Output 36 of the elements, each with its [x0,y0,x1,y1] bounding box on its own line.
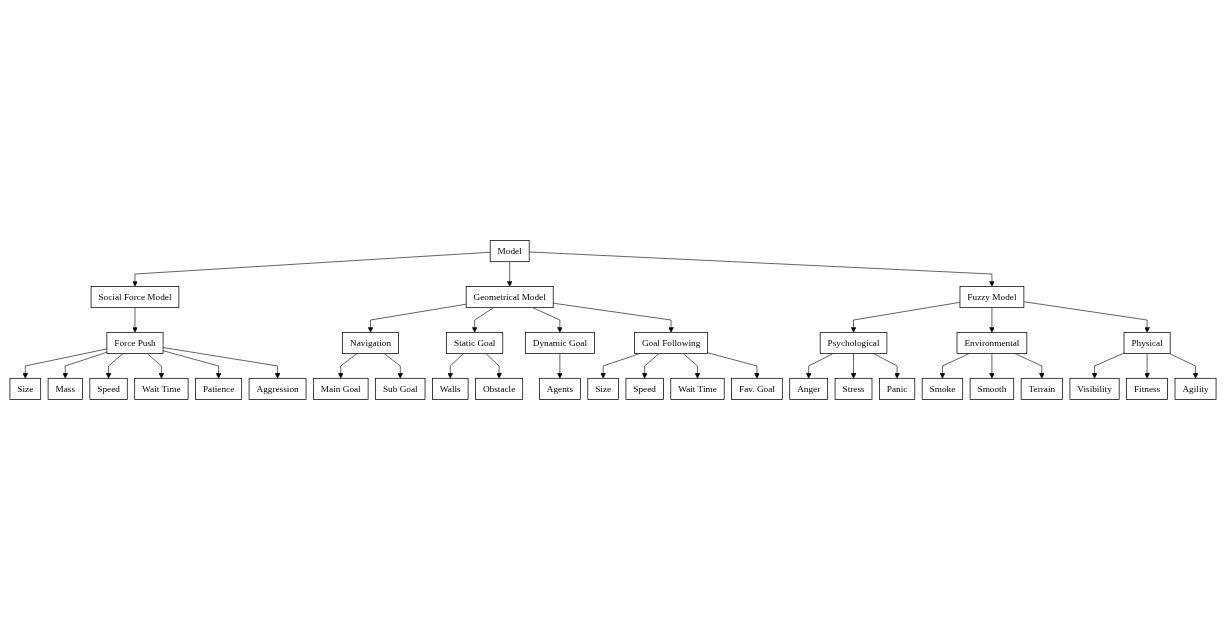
node-box: Smoke [921,377,964,400]
node-box: Fav. Goal [731,377,783,400]
node-box: Smooth [969,377,1015,400]
node-box: Wait Time [670,377,725,400]
node-box: Fitness [1126,377,1168,400]
node-box: Sub Goal [375,377,426,400]
node-box: Geometrical Model [465,286,554,309]
node-box: Physical [1123,331,1171,354]
node-box: Static Goal [446,331,504,354]
node-box: Dynamic Goal [525,331,595,354]
node-box: Wait Time [134,377,189,400]
node-box: Agents [539,377,581,400]
node-box: Psychological [819,331,888,354]
node-box: Terrain [1020,377,1063,400]
node-box: Model [489,240,530,263]
node-box: Speed [625,377,664,400]
node-box: Force Push [106,331,164,354]
node-box: Visibility [1069,377,1120,400]
node-box: Stress [834,377,873,400]
node-box: Mass [47,377,83,400]
node-box: Social Force Model [90,286,180,309]
node-box: Agility [1174,377,1217,400]
node-box: Walls [432,377,469,400]
node-box: Aggression [248,377,307,400]
node-box: Panic [879,377,916,400]
node-box: Patience [195,377,243,400]
node-box: Environmental [956,331,1028,354]
node-box: Fuzzy Model [959,286,1025,309]
node-box: Main Goal [313,377,369,400]
node-box: Navigation [342,331,399,354]
node-box: Anger [789,377,829,400]
node-box: Speed [89,377,128,400]
node-box: Size [9,377,42,400]
node-box: Obstacle [475,377,524,400]
node-box: Size [587,377,619,400]
node-box: Goal Following [634,331,709,354]
